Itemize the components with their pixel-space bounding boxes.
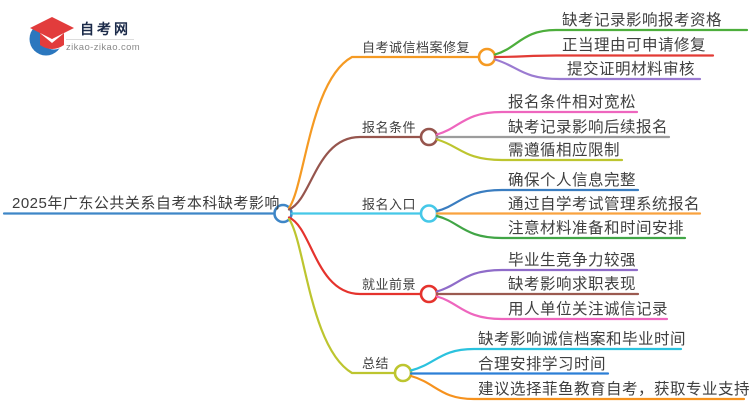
leaf-topic-label: 注意材料准备和时间安排 xyxy=(508,220,685,237)
branch-label-credit-repair: 自考诚信档案修复 xyxy=(362,40,471,55)
leaf-topic-label: 缺考记录影响报考资格 xyxy=(562,12,723,29)
leaf-topic-label: 缺考记录影响后续报名 xyxy=(508,119,669,136)
leaf-topic-label: 正当理由可申请修复 xyxy=(562,37,707,54)
branch-node[interactable] xyxy=(419,284,439,304)
leaf-topic-label: 需遵循相应限制 xyxy=(508,142,621,159)
logo-cap-board xyxy=(30,17,74,39)
child-line xyxy=(493,54,715,59)
leaf-topic-label: 合理安排学习时间 xyxy=(478,356,607,373)
branch-node[interactable] xyxy=(419,127,439,147)
child-line xyxy=(435,214,687,240)
branch-line xyxy=(287,217,397,375)
child-line xyxy=(435,138,624,162)
child-line xyxy=(435,295,669,321)
leaf-topic-label: 建议选择菲鱼教育自考，获取专业支持 xyxy=(478,381,750,398)
logo-domain: zikao-zikao.com xyxy=(66,42,141,53)
child-line xyxy=(409,374,746,401)
leaf-topic-label: 用人单位关注诚信记录 xyxy=(508,301,669,318)
leaf-topic-label: 提交证明材料审核 xyxy=(567,61,696,78)
child-line xyxy=(435,188,640,213)
child-line xyxy=(435,268,639,293)
branch-line xyxy=(287,55,481,210)
child-line xyxy=(493,58,702,81)
branch-line xyxy=(287,135,423,211)
branch-label-registration-conditions: 报名条件 xyxy=(362,120,417,135)
branch-label-employment-prospects: 就业前景 xyxy=(362,277,417,292)
logo-divider xyxy=(66,39,134,40)
branch-node[interactable] xyxy=(419,204,439,223)
branch-label-registration-entrance: 报名入口 xyxy=(362,197,417,212)
child-line xyxy=(493,28,749,56)
leaf-topic-label: 通过自学考试管理系统报名 xyxy=(508,196,701,213)
leaf-topic-label: 确保个人信息完整 xyxy=(508,172,637,189)
leaf-topic-label: 缺考影响求职表现 xyxy=(508,276,637,293)
leaf-topic-label: 缺考影响诚信档案和毕业时间 xyxy=(478,331,687,348)
zikao-logo-icon xyxy=(29,17,74,56)
branch-line xyxy=(287,216,423,296)
logo-title: 自考网 xyxy=(80,21,131,37)
branch-node[interactable] xyxy=(393,363,413,383)
leaf-topic-label: 毕业生竞争力较强 xyxy=(508,252,637,269)
branch-node[interactable] xyxy=(477,47,497,67)
root-topic-label: 2025年广东公共关系自考本科缺考影响 xyxy=(12,195,280,212)
leaf-topic-label: 报名条件相对宽松 xyxy=(508,94,637,111)
child-line xyxy=(435,110,639,136)
branch-label-summary: 总结 xyxy=(362,356,390,371)
child-line xyxy=(409,347,683,372)
